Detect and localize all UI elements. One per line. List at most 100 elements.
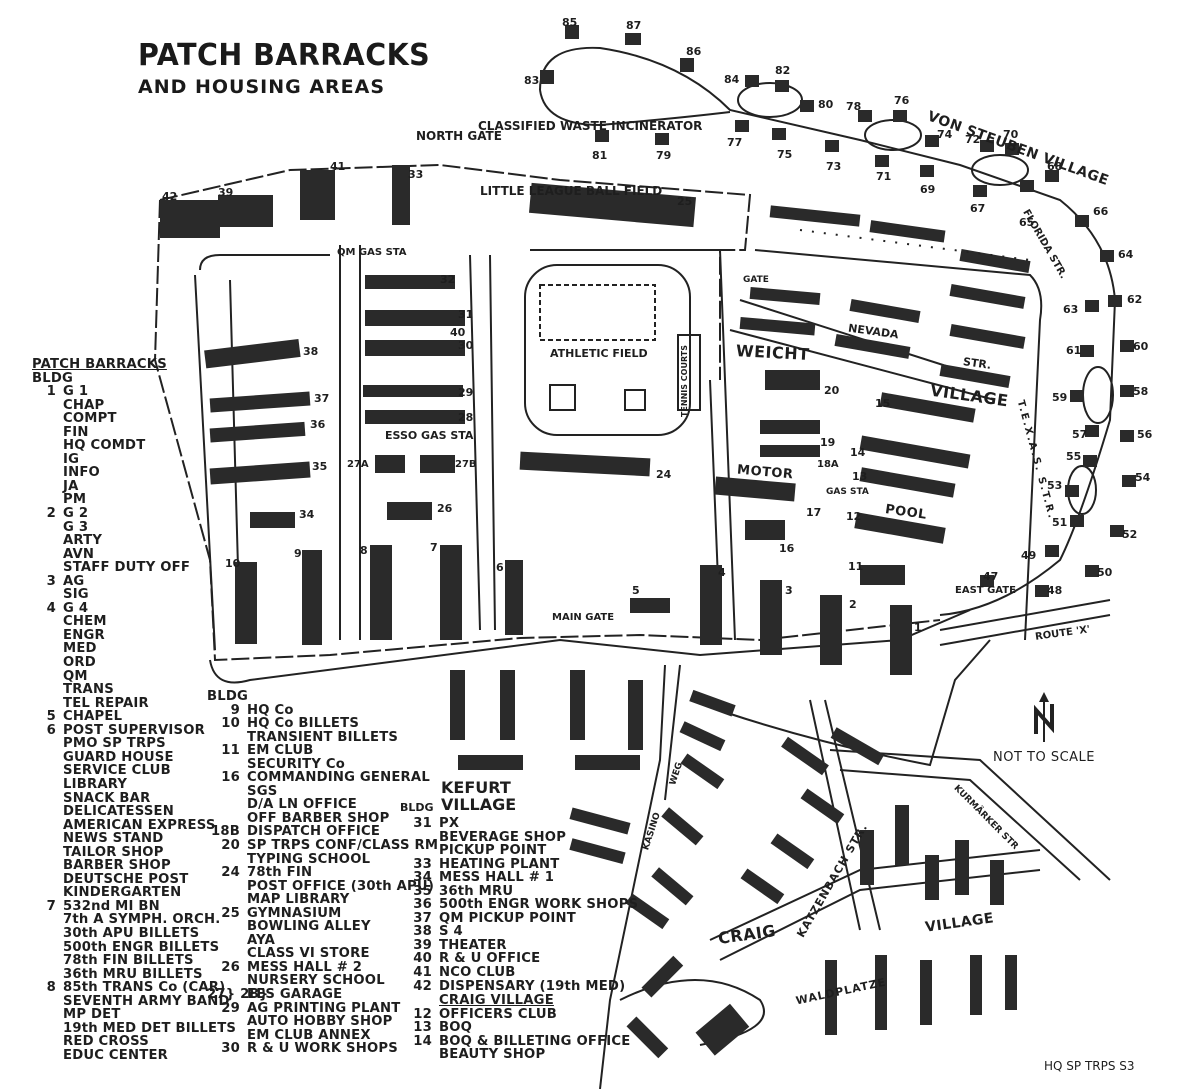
legend-bldg-text: 36th MRU BILLETS <box>63 966 203 982</box>
legend-bldg-number <box>32 629 63 643</box>
legend-bldg-number: 7 <box>46 898 56 914</box>
house-63-label: 63 <box>1063 303 1079 316</box>
legend-bldg-number <box>32 954 63 968</box>
legend-bldg-text: DELICATESSEN <box>63 804 174 820</box>
legend-bldg-number <box>207 893 247 907</box>
legend-row: MED <box>32 642 236 656</box>
legend-bldg-number: 41 <box>413 965 432 981</box>
legend-row: 3 AG <box>32 575 236 589</box>
legend-bldg-text: R & U OFFICE <box>439 951 541 967</box>
legend-row: MAP LIBRARY <box>207 893 438 907</box>
legend-bldg-number: 6 <box>46 722 56 738</box>
bldg-29-label: 29 <box>458 386 474 399</box>
house-60-label: 60 <box>1133 340 1149 353</box>
legend-bldg-number <box>32 764 63 778</box>
legend-bldg-number <box>32 426 63 440</box>
legend-bldg-number: 39 <box>413 937 432 953</box>
legend-bldg-text: MESS HALL # 1 <box>439 870 555 886</box>
legend-bldg-number: 40 <box>413 951 432 967</box>
house-71-label: 71 <box>876 170 892 183</box>
bldg-19-label: 19 <box>820 436 836 449</box>
bldg-20-label: 20 <box>824 384 840 397</box>
legend-bldg-number <box>32 493 63 507</box>
bldg-35-label: 35 <box>312 460 328 473</box>
legend-row: D/A LN OFFICE <box>207 798 438 812</box>
legend-heading: PATCH BARRACKS <box>32 357 167 372</box>
legend-bldg-number <box>207 880 247 894</box>
north-arrow-icon <box>1034 692 1054 742</box>
legend-row: MP DET <box>32 1008 236 1022</box>
house-77-label: 77 <box>727 136 743 149</box>
legend-bldg-number <box>207 798 247 812</box>
legend-bldg-text: QM <box>63 668 88 684</box>
legend-bldg-text: G 3 <box>63 519 89 535</box>
house-75-label: 75 <box>777 148 793 161</box>
little-league-label: LITTLE LEAGUE BALL FIELD <box>480 184 663 198</box>
legend-bldg-text: G 4 <box>63 600 89 616</box>
legend-bldg-number: 10 <box>221 716 240 732</box>
legend-row: LIBRARY <box>32 778 236 792</box>
legend-bldg-number: 20 <box>221 838 240 854</box>
legend-bldg-text: BOQ & BILLETING OFFICE <box>439 1033 631 1049</box>
legend-bldg-number: 1 <box>46 384 56 400</box>
legend-bldg-number: 3 <box>46 573 56 589</box>
legend-row: 13 BOQ <box>400 1021 638 1035</box>
legend-bldg-number: 31 <box>413 816 432 831</box>
legend-row: CLASS VI STORE <box>207 947 438 961</box>
bldg-18a-label: 18A <box>817 459 839 470</box>
legend-bldg-number: 27} 28} <box>207 987 269 1003</box>
legend-bldg-text: HEATING PLANT <box>439 856 560 872</box>
legend-bldg-text: ARTY <box>63 533 103 549</box>
house-50-label: 50 <box>1097 566 1113 579</box>
legend-bldg-text: G 1 <box>63 384 89 400</box>
legend-bldg-number: 13 <box>413 1020 432 1036</box>
bldg-28-label: 28 <box>458 411 474 424</box>
legend-bldg-number <box>32 670 63 684</box>
legend-bldg-text: S 4 <box>439 924 463 940</box>
legend-bldg-text: AG <box>63 573 85 589</box>
house-53-label: 53 <box>1047 479 1063 492</box>
bldg-34-label: 34 <box>299 508 315 521</box>
legend-bldg-text: PM <box>63 492 87 508</box>
legend-bldg-text: INFO <box>63 465 100 481</box>
legend-bldg-number <box>207 920 247 934</box>
legend-bldg-text: R & U WORK SHOPS <box>247 1041 398 1057</box>
legend-bldg-text: POST SUPERVISOR <box>63 722 205 738</box>
legend-bldg-text: SP TRPS CONF/CLASS RM <box>247 838 439 854</box>
house-59-label: 59 <box>1052 391 1068 404</box>
bldg-25-label: 25 <box>677 195 693 208</box>
legend-bldg-number <box>32 995 63 1009</box>
house-49-label: 49 <box>1021 549 1037 562</box>
legend-row: OFF BARBER SHOP <box>207 812 438 826</box>
legend-bldg-number: 18B <box>210 824 240 840</box>
legend-bldg-text: COMMANDING GENERAL <box>247 770 430 786</box>
motor-pool-gas-label: GAS STA <box>826 487 869 497</box>
legend-bldg-number <box>32 792 63 806</box>
house-52-label: 52 <box>1122 528 1138 541</box>
legend-bldg-text: SIG <box>63 587 89 603</box>
legend-row: AUTO HOBBY SHOP <box>207 1015 438 1029</box>
bldg-9-label: 9 <box>294 547 302 560</box>
legend-bldg-number: 29 <box>221 1000 240 1016</box>
house-85-label: 85 <box>562 16 578 29</box>
legend-row: DEUTSCHE POST <box>32 873 236 887</box>
legend-bldg-number: 34 <box>413 870 432 886</box>
legend-bldg-number: 4 <box>46 600 56 616</box>
legend-bldg-text: SEVENTH ARMY BAND <box>63 993 230 1009</box>
bldg-7-label: 7 <box>430 541 438 554</box>
kefurt-village-title: KEFURT VILLAGE <box>441 779 516 813</box>
legend-bldg-number <box>32 534 63 548</box>
legend-bldg-text: BOQ <box>439 1020 473 1036</box>
main-gate-label: MAIN GATE <box>552 612 615 623</box>
bldg-36-label: 36 <box>310 418 326 431</box>
legend-bldg-text: ENGR <box>63 627 105 643</box>
bldg-37-label: 37 <box>314 392 330 405</box>
